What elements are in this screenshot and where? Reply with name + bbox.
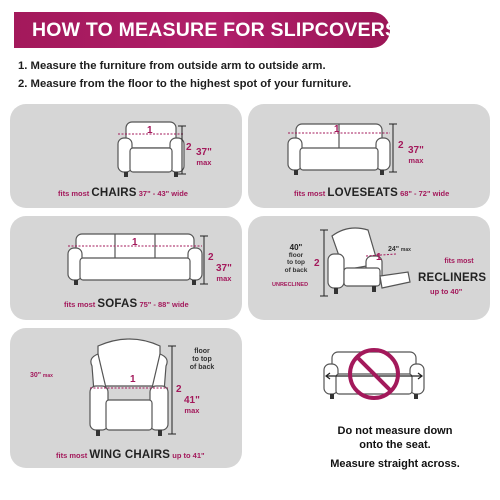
armchair-illustration [117, 121, 186, 177]
loveseats-panel: 1 2 37"max fits most LOVESEATS 68" - 72"… [248, 104, 490, 208]
no-measure-seat-illustration [323, 348, 425, 400]
wing-chairs-type: WING CHAIRS [89, 449, 171, 461]
recliners-panel: 40" floor to top of back UNRECLINED 2 1 … [248, 216, 490, 320]
height-value: 37"max [408, 145, 424, 166]
measure-1-label: 1 [376, 252, 382, 263]
measure-2-label: 2 [186, 142, 192, 153]
chairs-fits-text: fits most CHAIRS 37" - 43" wide [58, 187, 188, 199]
height-value: 41"max [184, 395, 200, 416]
recliners-type: RECLINERS [418, 272, 487, 284]
wing-chairs-fits-text: fits most WING CHAIRS up to 41" [56, 449, 205, 461]
arm-width-value: 30" max [30, 372, 53, 379]
recliner-illustration [320, 227, 411, 297]
measure-2-label: 2 [314, 258, 320, 269]
measure-2-label: 2 [176, 384, 182, 395]
measure-1-label: 1 [334, 124, 340, 135]
recliners-range: up to 40" [430, 287, 463, 296]
sofas-panel: 1 2 37"max fits most SOFAS 75" - 88" wid… [10, 216, 242, 320]
loveseats-type: LOVESEATS [327, 187, 398, 199]
arm-width-value: 24" max [388, 246, 411, 253]
recliners-fits-label: fits most [444, 258, 474, 265]
sofas-fits-text: fits most SOFAS 75" - 88" wide [64, 298, 189, 310]
unreclined-note: UNRECLINED [272, 282, 309, 288]
prohibited-icon [348, 348, 400, 400]
loveseat-illustration [287, 123, 397, 175]
measure-2-label: 2 [398, 140, 404, 151]
title-banner: HOW TO MEASURE FOR SLIPCOVERS [14, 12, 398, 48]
wing-chair-illustration [89, 338, 176, 436]
sofas-type: SOFAS [97, 298, 138, 310]
measure-2-label: 2 [208, 252, 214, 263]
recliners-type-wrap: RECLINERS [418, 272, 486, 284]
loveseats-fits-text: fits most LOVESEATS 68" - 72" wide [294, 187, 450, 199]
height-value: 37"max [196, 147, 212, 168]
height-value: 37"max [216, 263, 232, 284]
warning-line-1: Do not measure down [337, 425, 453, 437]
step-2: 2. Measure from the floor to the highest… [18, 78, 352, 90]
sofa-illustration [67, 233, 208, 285]
page-title: HOW TO MEASURE FOR SLIPCOVERS [32, 19, 399, 41]
floor-to-back-note: 40" floor to top of back [284, 243, 308, 274]
floor-to-back-note: floor to top of back [189, 348, 215, 371]
wing-chairs-panel: 30" max 1 2 floor to top of back 41"max … [10, 328, 242, 468]
measure-1-label: 1 [147, 125, 153, 136]
chairs-panel: 1 2 37"max fits most CHAIRS 37" - 43" wi… [10, 104, 242, 208]
warning-line-3: Measure straight across. [330, 458, 460, 470]
step-1: 1. Measure the furniture from outside ar… [18, 60, 326, 72]
chairs-type: CHAIRS [91, 187, 137, 199]
measure-1-label: 1 [132, 237, 138, 248]
measure-1-label: 1 [130, 374, 136, 385]
warning-line-2: onto the seat. [359, 439, 431, 451]
